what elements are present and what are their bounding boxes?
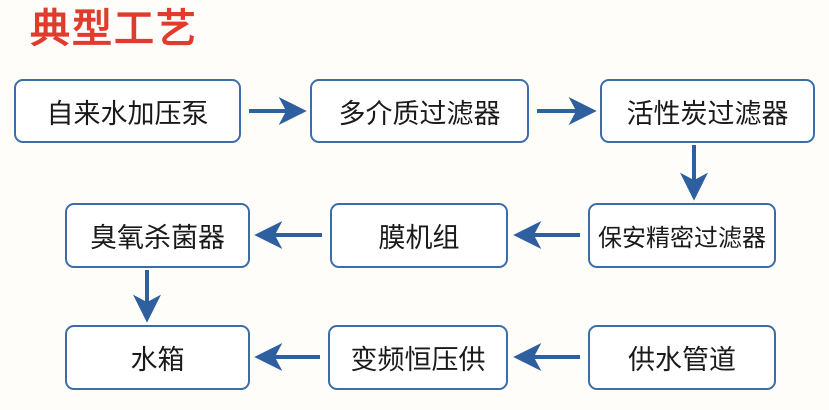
- page-title: 典型工艺: [30, 6, 198, 52]
- node-membrane-unit[interactable]: 膜机组: [330, 203, 508, 268]
- node-ozone-sterilizer[interactable]: 臭氧杀菌器: [65, 203, 250, 268]
- node-pressure-pump[interactable]: 自来水加压泵: [14, 79, 241, 143]
- node-water-supply-pipeline[interactable]: 供水管道: [588, 325, 776, 390]
- node-vfd-constant-pressure-supply[interactable]: 变频恒压供: [328, 325, 508, 390]
- node-security-precision-filter[interactable]: 保安精密过滤器: [588, 203, 776, 268]
- node-water-tank[interactable]: 水箱: [65, 325, 250, 390]
- node-activated-carbon-filter[interactable]: 活性炭过滤器: [600, 79, 815, 143]
- node-multimedia-filter[interactable]: 多介质过滤器: [310, 79, 529, 143]
